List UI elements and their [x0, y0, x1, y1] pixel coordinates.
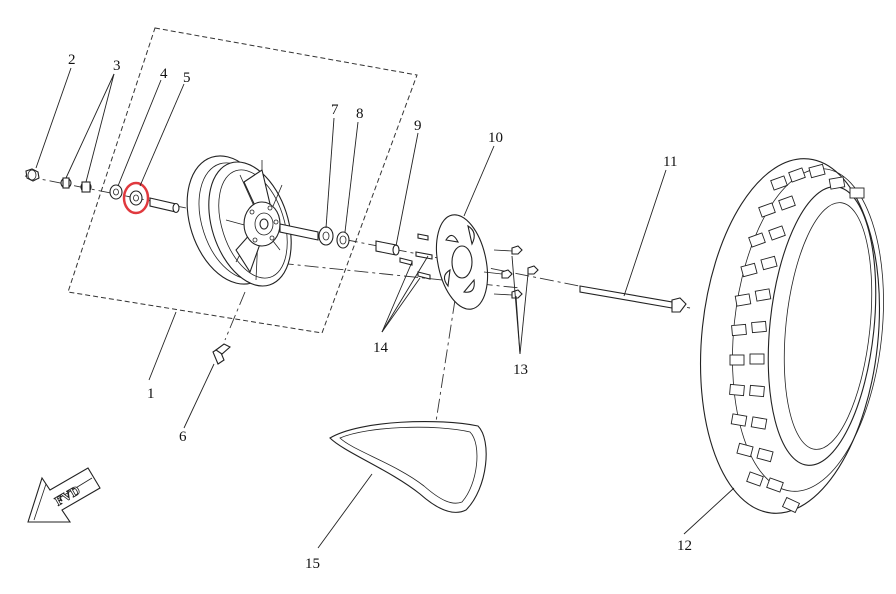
- part-11-axle: [579, 285, 687, 313]
- part-5-bearing: [129, 190, 143, 206]
- callout-1: 1: [147, 386, 155, 402]
- part-14-bolts: [399, 233, 433, 280]
- part-12-tire: [699, 158, 884, 514]
- part-10-sprocket: [435, 214, 489, 310]
- valve-centerline: [224, 291, 246, 341]
- part-8-bearing: [336, 231, 350, 249]
- fvd-direction-arrow: FVD: [27, 467, 101, 523]
- part-15-drive-chain: [329, 420, 487, 513]
- callout-3: 3: [113, 58, 121, 74]
- part-6-valve-stem: [212, 343, 231, 365]
- leader-lines: [35, 67, 735, 549]
- callout-2: 2: [68, 52, 76, 68]
- callout-7: 7: [331, 102, 339, 118]
- callout-13: 13: [513, 362, 528, 378]
- callout-6: 6: [179, 429, 187, 445]
- part-9-sleeve: [375, 240, 400, 256]
- callout-4: 4: [160, 66, 168, 82]
- callout-12: 12: [677, 538, 692, 554]
- part-2-nut: [25, 168, 40, 182]
- callout-5: 5: [183, 70, 191, 86]
- tire-tread: [729, 163, 865, 514]
- callout-9: 9: [414, 118, 422, 134]
- part-4-washer: [109, 184, 123, 200]
- callout-14: 14: [373, 340, 389, 356]
- callout-8: 8: [356, 106, 364, 122]
- highlight-ring: [122, 181, 150, 215]
- callout-11: 11: [663, 154, 677, 170]
- part-7-spacer: [318, 226, 334, 246]
- lower-centerline: [229, 257, 521, 289]
- part-13-nuts: [483, 245, 539, 299]
- callout-10: 10: [488, 130, 503, 146]
- part-1-wheel-rim: [186, 155, 319, 287]
- assembly-group-box: [67, 27, 418, 334]
- callout-15: 15: [305, 556, 320, 572]
- spacer-tube: [149, 197, 180, 214]
